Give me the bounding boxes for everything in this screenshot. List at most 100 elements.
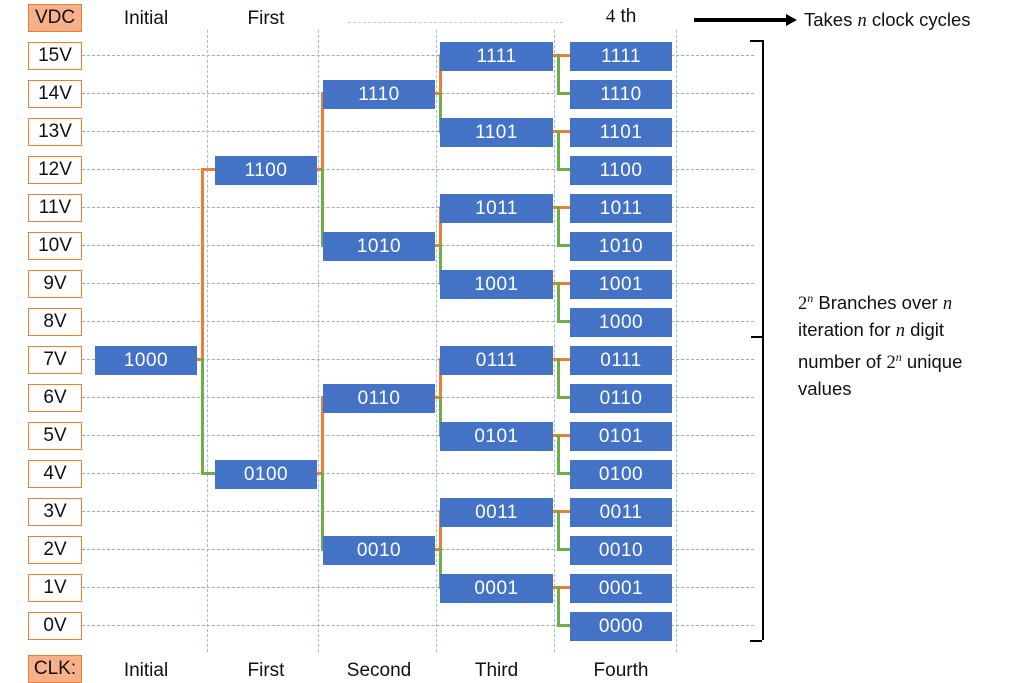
branch-stub bbox=[435, 548, 441, 551]
node-fourth-0110[interactable]: 0110 bbox=[570, 384, 672, 413]
node-second-0110[interactable]: 0110 bbox=[323, 384, 435, 413]
node-fourth-1110[interactable]: 1110 bbox=[570, 80, 672, 109]
clock-arrow-shaft bbox=[694, 18, 786, 22]
branch-down-arm bbox=[201, 472, 217, 475]
scale-row-4v: 4V bbox=[28, 460, 82, 488]
node-fourth-0100[interactable]: 0100 bbox=[570, 460, 672, 489]
scale-header: VDC bbox=[28, 4, 82, 32]
grid-line-h bbox=[82, 283, 754, 284]
bracket-top-arm bbox=[750, 40, 762, 42]
node-fourth-1011[interactable]: 1011 bbox=[570, 194, 672, 223]
grid-line-h bbox=[82, 131, 754, 132]
branch-down bbox=[557, 510, 560, 550]
node-fourth-1001[interactable]: 1001 bbox=[570, 270, 672, 299]
node-second-0010[interactable]: 0010 bbox=[323, 536, 435, 565]
node-fourth-0001[interactable]: 0001 bbox=[570, 574, 672, 603]
clock-cycles-note: Takes n clock cycles bbox=[804, 9, 971, 31]
branch-up-arm bbox=[557, 130, 572, 133]
footer-label-initial: Initial bbox=[123, 660, 169, 681]
bracket-spine bbox=[762, 40, 764, 640]
branch-up-arm bbox=[557, 510, 572, 513]
node-third-0111[interactable]: 0111 bbox=[440, 346, 553, 375]
grid-line-h bbox=[82, 321, 754, 322]
node-second-1010[interactable]: 1010 bbox=[323, 232, 435, 261]
node-third-1011[interactable]: 1011 bbox=[440, 194, 553, 223]
branch-up-arm bbox=[557, 434, 572, 437]
grid-line-h bbox=[82, 359, 754, 360]
node-fourth-0111[interactable]: 0111 bbox=[570, 346, 672, 375]
header-label-first: First bbox=[247, 8, 285, 29]
branch-up bbox=[321, 396, 324, 474]
scale-footer: CLK: bbox=[28, 655, 82, 683]
scale-row-15v: 15V bbox=[28, 42, 82, 70]
grid-line-h bbox=[82, 587, 754, 588]
branch-down bbox=[321, 168, 324, 246]
node-fourth-1100[interactable]: 1100 bbox=[570, 156, 672, 185]
node-third-1001[interactable]: 1001 bbox=[440, 270, 553, 299]
branch-stub bbox=[553, 54, 559, 57]
scale-row-0v: 0V bbox=[28, 612, 82, 640]
node-fourth-0101[interactable]: 0101 bbox=[570, 422, 672, 451]
node-third-1101[interactable]: 1101 bbox=[440, 118, 553, 147]
scale-row-2v: 2V bbox=[28, 536, 82, 564]
branch-up bbox=[439, 510, 442, 550]
node-fourth-0010[interactable]: 0010 bbox=[570, 536, 672, 565]
branch-stub bbox=[553, 358, 559, 361]
branch-down-arm bbox=[557, 472, 572, 475]
grid-line-v bbox=[436, 30, 437, 652]
grid-line-h bbox=[82, 207, 754, 208]
branch-down-arm bbox=[557, 396, 572, 399]
node-fourth-1101[interactable]: 1101 bbox=[570, 118, 672, 147]
branch-down bbox=[557, 434, 560, 474]
branch-stub bbox=[553, 130, 559, 133]
branch-up bbox=[439, 358, 442, 398]
scale-row-10v: 10V bbox=[28, 232, 82, 260]
node-third-0001[interactable]: 0001 bbox=[440, 574, 553, 603]
branch-stub bbox=[553, 434, 559, 437]
node-fourth-0011[interactable]: 0011 bbox=[570, 498, 672, 527]
grid-line-h bbox=[82, 473, 754, 474]
branch-up-arm bbox=[557, 54, 572, 57]
grid-line-h bbox=[82, 625, 754, 626]
scale-row-12v: 12V bbox=[28, 156, 82, 184]
node-second-1110[interactable]: 1110 bbox=[323, 80, 435, 109]
node-fourth-1000[interactable]: 1000 bbox=[570, 308, 672, 337]
node-third-0011[interactable]: 0011 bbox=[440, 498, 553, 527]
scale-row-8v: 8V bbox=[28, 308, 82, 336]
branch-down bbox=[439, 244, 442, 284]
grid-line-h bbox=[82, 511, 754, 512]
node-fourth-1111[interactable]: 1111 bbox=[570, 42, 672, 71]
branch-down bbox=[557, 358, 560, 398]
branch-stub bbox=[435, 396, 441, 399]
branch-down-arm bbox=[557, 548, 572, 551]
node-initial-1000[interactable]: 1000 bbox=[95, 346, 197, 375]
bracket-bottom-arm bbox=[750, 640, 762, 642]
header-label-initial: Initial bbox=[123, 8, 169, 29]
branch-up-arm bbox=[557, 206, 572, 209]
branch-stub bbox=[317, 168, 323, 171]
branch-down bbox=[439, 92, 442, 132]
grid-line-v bbox=[207, 30, 208, 652]
grid-line-v bbox=[318, 30, 319, 652]
branch-down-arm bbox=[557, 320, 572, 323]
node-first-0100[interactable]: 0100 bbox=[215, 460, 317, 489]
grid-line-v bbox=[676, 30, 677, 652]
scale-row-5v: 5V bbox=[28, 422, 82, 450]
scale-row-6v: 6V bbox=[28, 384, 82, 412]
node-third-0101[interactable]: 0101 bbox=[440, 422, 553, 451]
scale-row-3v: 3V bbox=[28, 498, 82, 526]
branch-up bbox=[439, 54, 442, 94]
header-ellipsis bbox=[348, 22, 563, 23]
node-first-1100[interactable]: 1100 bbox=[215, 156, 317, 185]
scale-row-7v: 7V bbox=[28, 346, 82, 374]
branch-down bbox=[557, 586, 560, 626]
grid-line-h bbox=[82, 435, 754, 436]
scale-row-13v: 13V bbox=[28, 118, 82, 146]
branch-down bbox=[557, 130, 560, 170]
grid-line-h bbox=[82, 55, 754, 56]
node-fourth-0000[interactable]: 0000 bbox=[570, 612, 672, 641]
branch-down-arm bbox=[557, 624, 572, 627]
node-third-1111[interactable]: 1111 bbox=[440, 42, 553, 71]
node-fourth-1010[interactable]: 1010 bbox=[570, 232, 672, 261]
